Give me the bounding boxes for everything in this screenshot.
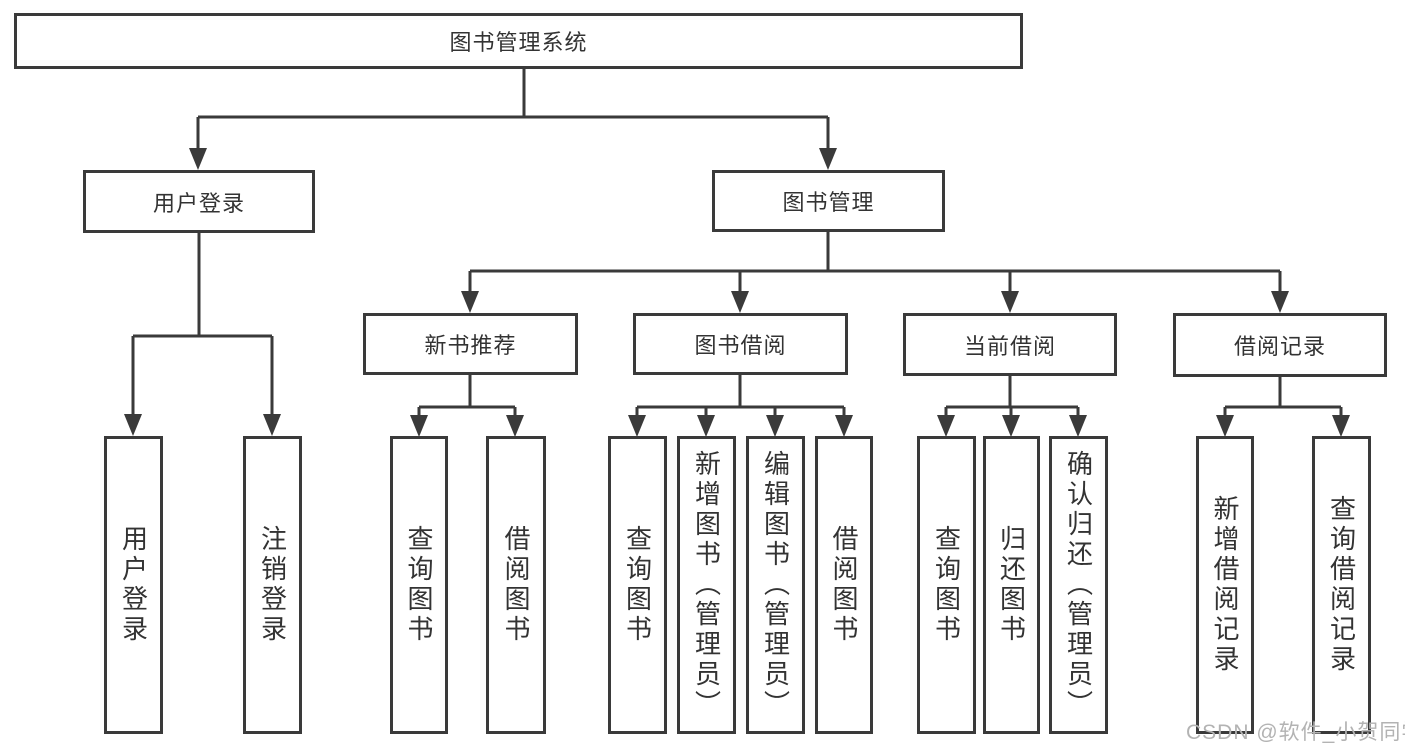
node-user-login: 用户登录 [83,170,315,233]
node-book-management: 图书管理 [712,170,945,232]
leaf-recommend-borrow-book: 借阅图书 [486,436,546,734]
leaf-borrow-borrow-book: 借阅图书 [815,436,873,734]
leaf-user-login: 用户登录 [104,436,163,734]
node-current-borrow: 当前借阅 [903,313,1117,376]
node-borrow-record: 借阅记录 [1173,313,1387,377]
leaf-current-return-book: 归还图书 [983,436,1040,734]
leaf-record-query-borrow-record: 查询借阅记录 [1312,436,1371,734]
leaf-current-confirm-return-admin: 确认归还（管理员） [1049,436,1108,734]
node-book-borrow: 图书借阅 [633,313,848,375]
leaf-record-add-borrow-record: 新增借阅记录 [1196,436,1254,734]
node-new-book-recommend: 新书推荐 [363,313,578,375]
leaf-logout: 注销登录 [243,436,302,734]
leaf-borrow-add-book-admin: 新增图书（管理员） [677,436,736,734]
leaf-current-query-book: 查询图书 [917,436,976,734]
leaf-borrow-edit-book-admin: 编辑图书（管理员） [746,436,805,734]
leaf-recommend-query-book: 查询图书 [390,436,448,734]
node-root-system: 图书管理系统 [14,13,1023,69]
arrowheads [124,148,1350,437]
watermark-text: CSDN @软件_小贺同学 [1186,721,1405,744]
leaf-borrow-query-book: 查询图书 [608,436,667,734]
